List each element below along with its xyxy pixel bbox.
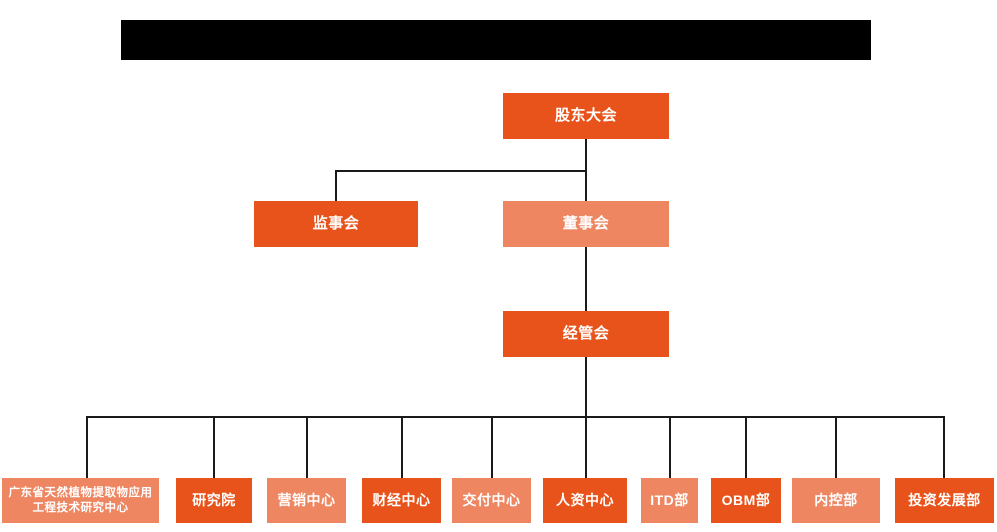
connector-drop-marketing-center — [306, 416, 308, 478]
node-supervisors[interactable]: 监事会 — [254, 201, 418, 247]
connector-drop-supervisors — [335, 170, 337, 201]
title-banner — [121, 20, 871, 60]
connector-drop-obm-dept — [745, 416, 747, 478]
node-institute[interactable]: 研究院 — [176, 478, 252, 523]
connector-drop-internal-control-dept — [835, 416, 837, 478]
connector-management-stub — [585, 357, 587, 417]
connector-directors-to-management — [585, 240, 587, 312]
connector-drop-directors — [585, 170, 587, 201]
connector-drop-hr-center — [585, 416, 587, 478]
connector-level2-bus — [335, 170, 587, 172]
connector-drop-research-center — [86, 416, 88, 478]
node-delivery-center[interactable]: 交付中心 — [452, 478, 531, 523]
node-marketing-center[interactable]: 营销中心 — [267, 478, 346, 523]
node-shareholders[interactable]: 股东大会 — [503, 93, 669, 139]
connector-drop-finance-center — [401, 416, 403, 478]
node-management[interactable]: 经管会 — [503, 311, 669, 357]
node-finance-center[interactable]: 财经中心 — [362, 478, 441, 523]
node-obm-dept[interactable]: OBM部 — [711, 478, 781, 523]
connector-drop-delivery-center — [491, 416, 493, 478]
connector-drop-itd-dept — [669, 416, 671, 478]
node-directors[interactable]: 董事会 — [503, 201, 669, 247]
connector-drop-investment-development-dept — [943, 416, 945, 478]
node-hr-center[interactable]: 人资中心 — [543, 478, 627, 523]
connector-drop-institute — [213, 416, 215, 478]
node-investment-development-dept[interactable]: 投资发展部 — [895, 478, 994, 523]
node-internal-control-dept[interactable]: 内控部 — [792, 478, 880, 523]
connector-level4-bus — [86, 416, 944, 418]
node-research-center[interactable]: 广东省天然植物提取物应用工程技术研究中心 — [2, 478, 159, 523]
connector-shareholders-stub — [585, 139, 587, 172]
node-itd-dept[interactable]: ITD部 — [641, 478, 698, 523]
